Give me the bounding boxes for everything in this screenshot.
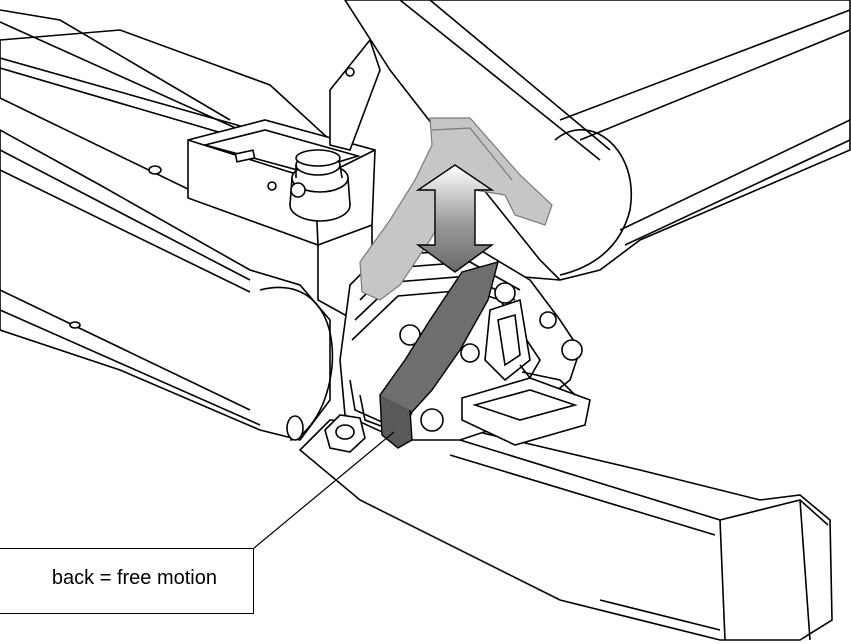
upper-right-seat-tube xyxy=(344,0,851,281)
lowered-release-handle xyxy=(379,260,499,449)
lower-right-foot-tube xyxy=(298,419,833,641)
callout-leader-line xyxy=(253,431,395,549)
motion-arrow-icon xyxy=(415,164,495,273)
bottom-bolt xyxy=(324,414,366,453)
callout-box: back = free motion xyxy=(0,548,254,614)
square-post xyxy=(187,119,376,316)
stop-bracket xyxy=(461,364,591,446)
rear-bracket-plate xyxy=(329,38,381,151)
left-seat-rail xyxy=(0,129,334,441)
callout-label: back = free motion xyxy=(51,567,217,589)
